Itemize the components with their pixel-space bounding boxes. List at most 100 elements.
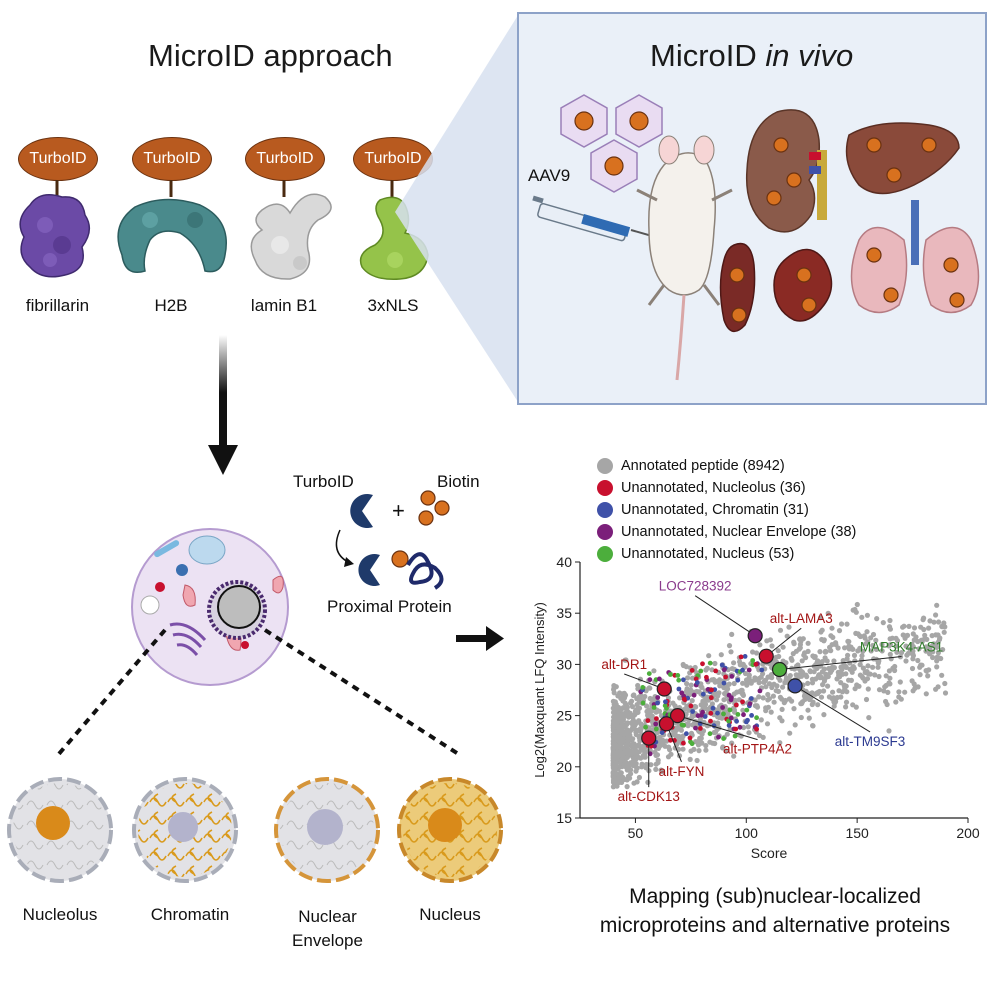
annotated-point: [610, 784, 616, 790]
footer-caption-line-2: microproteins and alternative proteins: [599, 914, 951, 937]
annotated-point: [931, 619, 937, 625]
h2b-protein-icon: [117, 198, 227, 273]
unannotated-point: [675, 673, 681, 678]
annotated-point: [620, 774, 626, 780]
unannotated-point: [738, 654, 744, 660]
unannotated-point: [707, 660, 713, 666]
annotated-point: [874, 616, 880, 622]
annotated-point: [935, 650, 941, 656]
annotated-point: [816, 672, 822, 678]
compartment-nuclei: [7, 777, 503, 883]
unannotated-point: [721, 667, 727, 673]
unannotated-point: [753, 661, 759, 667]
annotated-point: [880, 620, 886, 626]
compartment-label-chromatin: Chromatin: [150, 905, 230, 924]
chart-legend: Annotated peptide (8942) Unannotated, Nu…: [597, 455, 856, 565]
annotated-point: [870, 631, 877, 638]
annotated-point: [746, 730, 752, 736]
annotated-point: [879, 648, 885, 654]
annotated-point: [737, 659, 743, 665]
annotated-point: [933, 686, 939, 692]
annotated-point: [753, 650, 760, 656]
highlighted-point: [656, 681, 672, 697]
annotated-point: [798, 714, 804, 721]
annotated-point: [882, 684, 888, 690]
annotated-point: [699, 740, 705, 746]
unannotated-point: [694, 680, 700, 685]
annotated-point: [922, 632, 928, 638]
annotated-point: [876, 673, 882, 680]
unannotated-point: [653, 721, 659, 727]
annotated-point: [865, 686, 871, 692]
unannotated-point: [726, 723, 732, 728]
annotated-point: [667, 747, 673, 753]
annotated-point: [893, 699, 899, 705]
annotated-point: [611, 707, 617, 713]
annotated-point: [886, 624, 893, 630]
annotated-point: [842, 645, 848, 651]
annotated-point: [844, 621, 850, 627]
annotated-point: [919, 639, 925, 645]
annotated-point: [915, 657, 921, 664]
annotated-point: [815, 702, 821, 708]
unannotated-point: [734, 718, 739, 724]
annotated-point: [849, 646, 855, 652]
annotated-point: [757, 642, 763, 648]
liver-icon: [845, 122, 960, 195]
annotated-point: [660, 742, 666, 748]
annotated-point: [822, 676, 828, 682]
annotated-point: [707, 739, 713, 745]
annotated-point: [631, 780, 637, 786]
annotated-point: [906, 623, 912, 629]
annotated-point: [834, 694, 840, 701]
annotated-point: [617, 752, 623, 758]
kidney-icon: [745, 109, 827, 233]
annotated-point: [801, 652, 807, 658]
annotated-point: [635, 682, 641, 689]
annotated-point: [842, 687, 848, 693]
annotated-point: [894, 649, 900, 655]
unannotated-point: [698, 726, 703, 731]
annotated-point: [636, 694, 642, 700]
annotated-point: [853, 630, 859, 636]
turboid-tag-3: TurboID: [245, 137, 325, 181]
annotated-point: [740, 691, 746, 697]
annotated-point: [896, 689, 902, 695]
annotated-point: [843, 664, 849, 670]
annotated-point: [674, 726, 680, 732]
construct-label-fibrillarin: fibrillarin: [25, 296, 90, 315]
annotated-point: [806, 696, 813, 703]
unannotated-point: [754, 726, 759, 732]
annotated-point: [645, 779, 651, 785]
annotated-point: [907, 646, 913, 652]
annotated-point: [697, 717, 703, 723]
highlighted-point-label: alt-FYN: [659, 764, 705, 779]
annotated-point: [852, 658, 858, 664]
annotated-point: [660, 738, 666, 744]
annotated-point: [835, 669, 841, 675]
annotated-point: [745, 724, 751, 730]
y-axis-label: Log2(Maxquant LFQ Intensity): [532, 602, 547, 778]
annotated-point: [793, 648, 799, 654]
reaction-product-label: Proximal Protein: [327, 597, 452, 616]
turboid-tag-1: TurboID: [18, 137, 98, 181]
annotated-point: [766, 696, 772, 702]
annotated-point: [731, 680, 737, 687]
highlighted-point-label: LOC728392: [659, 579, 732, 594]
annotated-point: [836, 628, 843, 634]
annotated-point: [798, 673, 805, 679]
annotated-point: [768, 709, 774, 715]
annotated-point: [866, 715, 872, 721]
annotated-point: [658, 767, 664, 773]
annotated-point: [709, 701, 715, 707]
annotated-point: [651, 668, 657, 674]
annotated-point: [684, 681, 690, 687]
annotated-point: [879, 641, 885, 648]
annotated-point: [810, 653, 816, 659]
unannotated-point: [647, 677, 653, 683]
annotated-point: [934, 658, 940, 664]
annotated-point: [933, 632, 939, 638]
annotated-point: [614, 717, 620, 724]
annotated-point: [843, 699, 850, 705]
annotated-point: [636, 742, 642, 748]
